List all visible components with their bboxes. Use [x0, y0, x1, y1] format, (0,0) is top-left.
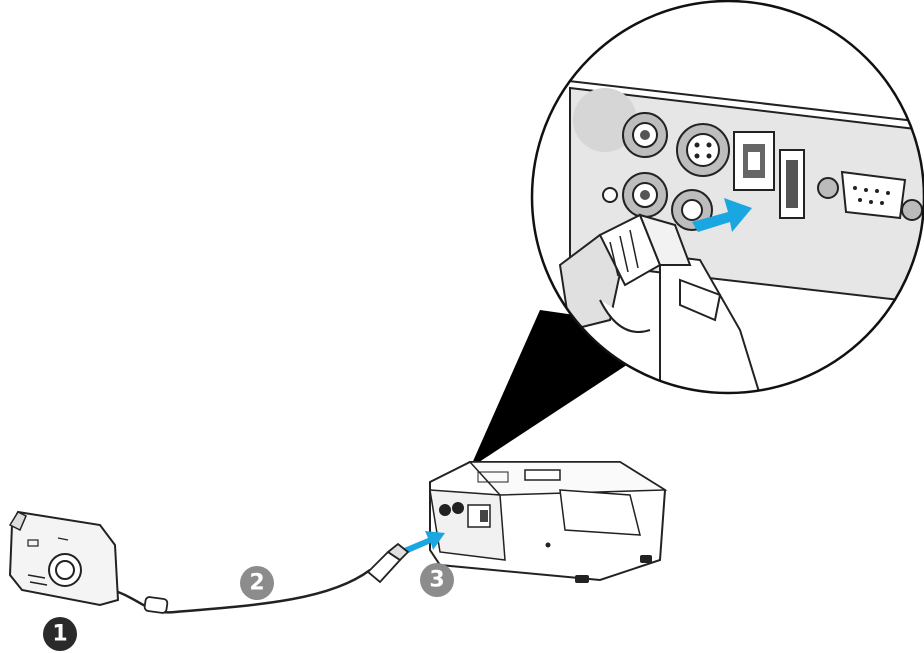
rca-jack-icon	[622, 112, 668, 158]
step-badge-1-label: 1	[52, 622, 67, 647]
magnified-port-view	[530, 0, 924, 395]
step-badge-3: 3	[420, 563, 454, 597]
projector-icon	[429, 461, 668, 583]
usb-plug-icon	[558, 213, 692, 333]
s-video-port-icon	[676, 123, 730, 177]
insert-arrow-icon	[692, 198, 752, 232]
insert-arrow-icon	[404, 531, 445, 553]
rca-jack-icon	[622, 172, 668, 218]
usb-a-port-icon	[779, 149, 805, 219]
usb-cable-icon	[117, 542, 410, 614]
usb-b-port-icon	[733, 131, 775, 191]
camera-icon	[8, 510, 120, 607]
step-badge-1: 1	[43, 617, 77, 651]
step-badge-3-label: 3	[429, 568, 444, 593]
serial-port-icon	[817, 170, 923, 221]
step-badge-2-label: 2	[249, 571, 264, 596]
step-badge-2: 2	[240, 566, 274, 600]
